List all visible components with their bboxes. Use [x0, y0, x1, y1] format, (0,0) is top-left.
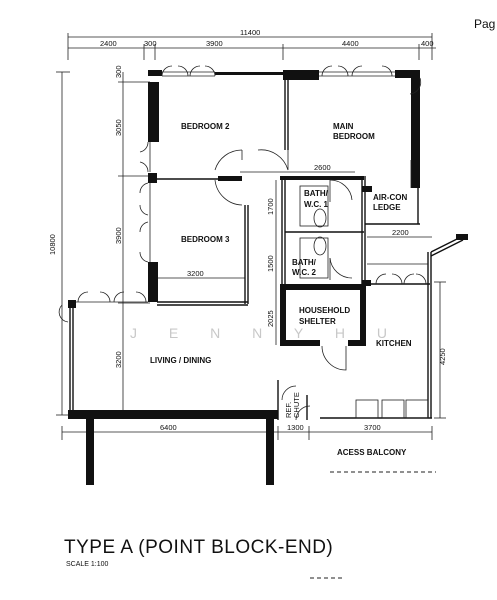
dim-top-400: 400	[421, 39, 434, 48]
windows	[58, 65, 429, 419]
label-refuse-a: REF.	[284, 402, 293, 418]
label-aircon-a: AIR-CON	[373, 193, 407, 202]
plan-scale: SCALE 1:100	[66, 561, 109, 568]
dim-inner-2025: 2025	[266, 310, 275, 327]
label-living-dining: LIVING / DINING	[150, 356, 211, 365]
dim-inner-1700: 1700	[266, 198, 275, 215]
label-refuse-b: CHUTE	[292, 392, 301, 418]
label-aircon-b: LEDGE	[373, 203, 401, 212]
label-shelter-b: SHELTER	[299, 317, 336, 326]
label-main-bedroom-2: BEDROOM	[333, 132, 375, 141]
dim-top-2400: 2400	[100, 39, 117, 48]
label-kitchen: KITCHEN	[376, 339, 412, 348]
dim-overall-width: 11400	[240, 28, 260, 37]
dim-inner-2600: 2600	[314, 163, 331, 172]
dimension-lines	[56, 33, 446, 440]
label-bath-2-a: BATH/	[292, 258, 317, 267]
page-label: Pag	[474, 17, 495, 31]
plan-title: TYPE A (POINT BLOCK-END)	[64, 537, 333, 558]
label-access-balcony: ACESS BALCONY	[337, 448, 407, 457]
dim-bottom-6400: 6400	[160, 423, 177, 432]
walls	[68, 70, 468, 485]
dim-left-10800: 10800	[48, 234, 57, 255]
dim-top-4400: 4400	[342, 39, 359, 48]
dim-top-300: 300	[144, 39, 157, 48]
label-bedroom-2: BEDROOM 2	[181, 122, 230, 131]
label-bedroom-3: BEDROOM 3	[181, 235, 230, 244]
label-bath-1-a: BATH/	[304, 189, 329, 198]
dim-left-3900: 3900	[114, 227, 123, 244]
label-bath-1-b: W.C. 1	[304, 200, 329, 209]
doors	[214, 149, 412, 421]
dim-inner-1500: 1500	[266, 255, 275, 272]
dim-left-3050: 3050	[114, 119, 123, 136]
dim-right-4250: 4250	[438, 348, 447, 365]
dim-left-300: 300	[114, 65, 123, 78]
dim-top-3900: 3900	[206, 39, 223, 48]
dim-left-3200: 3200	[114, 351, 123, 368]
dim-bottom-1300: 1300	[287, 423, 304, 432]
dim-inner-2200: 2200	[392, 228, 409, 237]
label-main-bedroom-1: MAIN	[333, 122, 354, 131]
watermark-text: J E N N Y H U	[130, 325, 401, 341]
label-bath-2-b: W.C. 2	[292, 268, 317, 277]
dim-bottom-3700: 3700	[364, 423, 381, 432]
dim-inner-3200: 3200	[187, 269, 204, 278]
label-shelter-a: HOUSEHOLD	[299, 306, 350, 315]
